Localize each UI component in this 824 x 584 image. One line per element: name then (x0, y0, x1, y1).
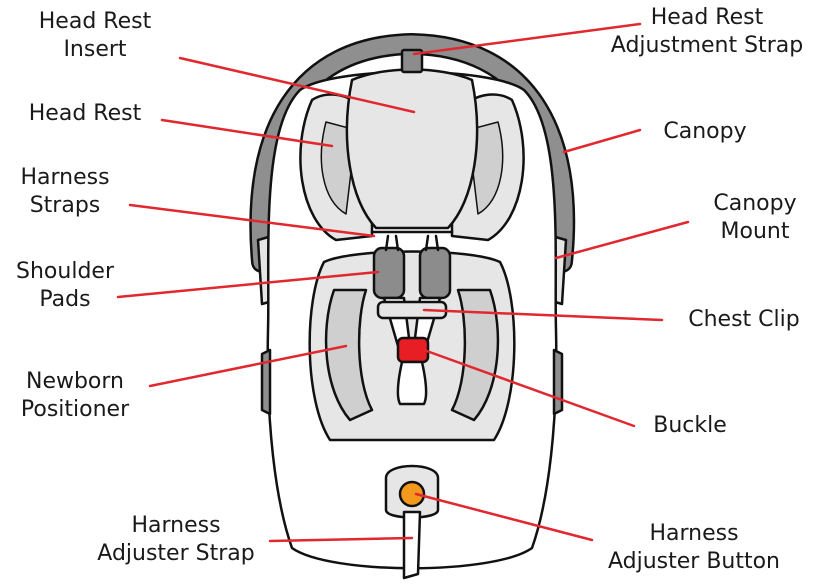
label-buckle: Buckle (630, 412, 750, 440)
label-head-rest: Head Rest (10, 100, 160, 128)
harness-adjuster-strap (404, 512, 420, 578)
head-rest-insert (347, 70, 477, 229)
label-chest-clip: Chest Clip (664, 306, 824, 334)
leader-canopy-mount (556, 222, 688, 258)
car-seat-illustration (258, 44, 566, 578)
shoulder-pad-right (420, 248, 450, 298)
leader-canopy (564, 130, 640, 152)
label-canopy: Canopy (640, 118, 770, 146)
